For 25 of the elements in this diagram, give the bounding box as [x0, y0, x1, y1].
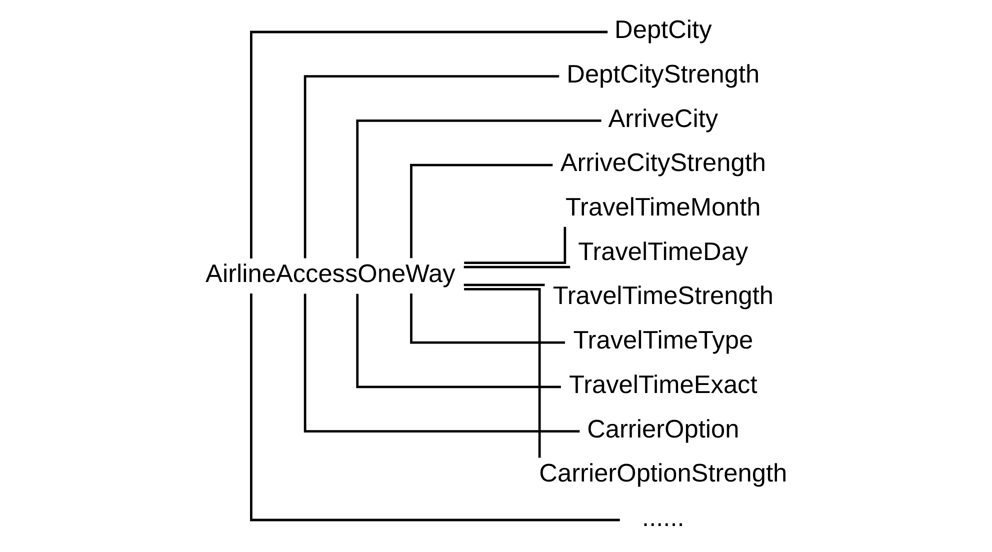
node-text: TravelTimeDay	[578, 238, 748, 266]
node-text: ArriveCityStrength	[560, 149, 766, 178]
connector	[464, 284, 545, 286]
node-text: CarrierOptionStrength	[539, 460, 788, 488]
connector	[464, 288, 541, 458]
node-text: TravelTimeMonth	[566, 193, 761, 222]
node-text: ......	[642, 504, 684, 532]
connector	[356, 294, 561, 388]
node-text: ArriveCity	[608, 104, 718, 133]
node-text: CarrierOption	[587, 415, 740, 444]
connector	[410, 294, 566, 344]
connector	[464, 266, 570, 268]
connector	[410, 164, 553, 258]
connector	[464, 226, 566, 264]
node-text: AirlineAccessOneWay	[206, 260, 456, 288]
node-text: DeptCity	[614, 16, 712, 44]
connector	[304, 294, 580, 432]
connector	[356, 120, 602, 258]
connector	[250, 30, 608, 258]
connector	[250, 294, 620, 522]
node-text: TravelTimeStrength	[552, 282, 774, 310]
node-text: TravelTimeType	[573, 326, 754, 355]
node-text: DeptCityStrength	[566, 60, 760, 88]
node-text: TravelTimeExact	[569, 370, 758, 399]
connector	[304, 75, 560, 258]
